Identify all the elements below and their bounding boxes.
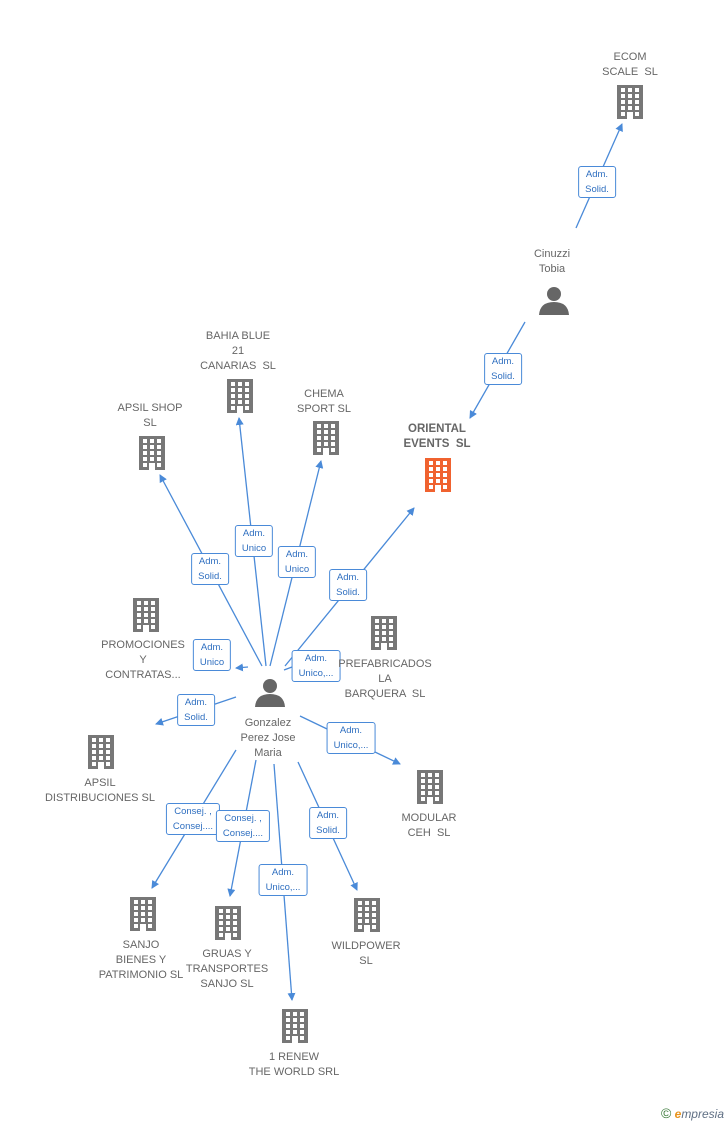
building-icon[interactable] — [313, 421, 339, 455]
building-icon[interactable] — [425, 458, 451, 492]
edge-label-gonzalez-apsildist[interactable]: Adm. Solid. — [177, 694, 215, 726]
node-label-sanjo[interactable]: SANJO BIENES Y PATRIMONIO SL — [98, 939, 184, 981]
building-icon[interactable] — [417, 770, 443, 804]
building-icon[interactable] — [371, 616, 397, 650]
building-icon[interactable] — [215, 906, 241, 940]
edge-label-gonzalez-chema[interactable]: Adm. Unico — [277, 546, 317, 578]
node-label-cinuzzi[interactable]: Cinuzzi Tobia — [533, 248, 571, 275]
node-label-renew[interactable]: 1 RENEW THE WORLD SRL — [248, 1051, 340, 1078]
edge-label-gonzalez-wildpower[interactable]: Adm. Solid. — [309, 807, 347, 839]
brand-watermark: © empresia — [660, 1105, 724, 1121]
node-label-ecom[interactable]: ECOM SCALE SL — [602, 51, 658, 78]
building-icon[interactable] — [133, 598, 159, 632]
building-icon[interactable] — [282, 1009, 308, 1043]
node-label-apsilshop[interactable]: APSIL SHOP SL — [117, 402, 183, 429]
building-icon[interactable] — [139, 436, 165, 470]
node-label-promociones[interactable]: PROMOCIONES Y CONTRATAS... — [101, 639, 185, 681]
copyright-icon: © — [660, 1105, 672, 1121]
edge-label-gonzalez-sanjo[interactable]: Consej. , Consej.... — [165, 803, 221, 835]
edge-label-gonzalez-modular[interactable]: Adm. Unico,... — [326, 722, 376, 754]
node-label-gruas[interactable]: GRUAS Y TRANSPORTES SANJO SL — [185, 948, 269, 990]
edge-label-cinuzzi-ecom[interactable]: Adm. Solid. — [578, 166, 616, 198]
building-icon[interactable] — [354, 898, 380, 932]
edge-label-cinuzzi-oriental[interactable]: Adm. Solid. — [484, 353, 522, 385]
node-label-chema[interactable]: CHEMA SPORT SL — [296, 388, 352, 415]
building-icon[interactable] — [617, 85, 643, 119]
edge-label-gonzalez-apsilshop[interactable]: Adm. Solid. — [191, 553, 229, 585]
node-label-prefabricados[interactable]: PREFABRICADOS LA BARQUERA SL — [338, 658, 432, 700]
person-icon[interactable] — [539, 287, 569, 315]
edge-label-gonzalez-bahia[interactable]: Adm. Unico — [234, 525, 274, 557]
node-label-modular[interactable]: MODULAR CEH SL — [401, 812, 457, 839]
building-icon[interactable] — [130, 897, 156, 931]
node-label-apsildist[interactable]: APSIL DISTRIBUCIONES SL — [44, 777, 156, 804]
building-icon[interactable] — [227, 379, 253, 413]
node-label-oriental[interactable]: ORIENTAL EVENTS SL — [403, 423, 471, 450]
edge-label-gonzalez-prefabricados[interactable]: Adm. Unico,... — [291, 650, 341, 682]
building-icon[interactable] — [88, 735, 114, 769]
node-label-gonzalez[interactable]: Gonzalez Perez Jose Maria — [240, 717, 296, 759]
node-label-bahia[interactable]: BAHIA BLUE 21 CANARIAS SL — [200, 330, 276, 372]
edge-label-gonzalez-gruas[interactable]: Consej. , Consej.... — [215, 810, 271, 842]
edge-gonzalez-promociones — [235, 663, 249, 672]
node-label-wildpower[interactable]: WILDPOWER SL — [331, 940, 401, 967]
edge-label-gonzalez-oriental[interactable]: Adm. Solid. — [329, 569, 367, 601]
edge-label-gonzalez-renew[interactable]: Adm. Unico,... — [258, 864, 308, 896]
edge-label-gonzalez-promociones[interactable]: Adm. Unico — [192, 639, 232, 671]
person-icon[interactable] — [255, 679, 285, 707]
